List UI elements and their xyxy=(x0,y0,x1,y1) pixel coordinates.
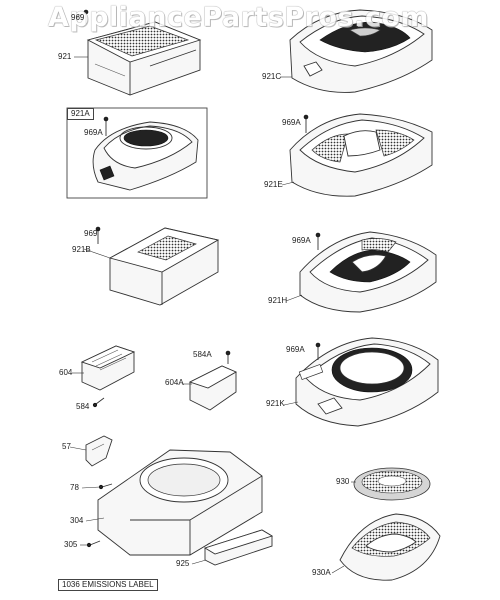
part-604a-bracket xyxy=(188,365,238,411)
part-921e-shroud xyxy=(289,113,433,197)
part-304-blower-housing xyxy=(97,449,263,556)
screw-584a xyxy=(225,350,231,364)
part-57-bracket xyxy=(85,435,113,467)
screw-305 xyxy=(86,540,101,548)
part-604-bracket xyxy=(80,345,136,391)
screw-969a-e xyxy=(303,114,309,133)
leader-lines xyxy=(69,56,356,574)
label-921[interactable]: 921 xyxy=(58,52,72,61)
label-921b[interactable]: 921B xyxy=(72,245,91,254)
label-969a-k[interactable]: 969A xyxy=(286,345,305,354)
part-921-shroud xyxy=(86,21,202,96)
part-930-grille xyxy=(353,467,431,501)
screw-969-b xyxy=(95,226,101,244)
label-57[interactable]: 57 xyxy=(62,442,71,451)
watermark-text: AppliancePartsPros.com xyxy=(48,2,430,33)
screw-584 xyxy=(92,397,105,408)
label-969a-e[interactable]: 969A xyxy=(282,118,301,127)
label-969-b[interactable]: 969 xyxy=(84,229,98,238)
label-921e[interactable]: 921E xyxy=(264,180,283,189)
label-921c[interactable]: 921C xyxy=(262,72,282,81)
label-305[interactable]: 305 xyxy=(64,540,78,549)
part-921k-shroud xyxy=(295,337,439,427)
part-921h-shroud xyxy=(299,231,437,313)
label-78[interactable]: 78 xyxy=(70,483,79,492)
label-304[interactable]: 304 xyxy=(70,516,84,525)
label-604a[interactable]: 604A xyxy=(165,378,184,387)
screw-78 xyxy=(98,483,113,490)
label-930a[interactable]: 930A xyxy=(312,568,331,577)
part-921a-frame xyxy=(66,107,208,199)
label-969-top[interactable]: 969 xyxy=(71,13,85,22)
label-921a[interactable]: 921A xyxy=(67,108,94,120)
screw-969a-box xyxy=(103,116,109,136)
label-925[interactable]: 925 xyxy=(176,559,190,568)
label-921k[interactable]: 921K xyxy=(266,399,285,408)
label-930[interactable]: 930 xyxy=(336,477,350,486)
label-921h[interactable]: 921H xyxy=(268,296,288,305)
part-921a-shroud xyxy=(92,121,199,191)
screw-969a-k xyxy=(315,342,321,360)
label-584a[interactable]: 584A xyxy=(193,350,212,359)
screw-969-top xyxy=(83,9,89,24)
label-604[interactable]: 604 xyxy=(59,368,73,377)
label-969a-box[interactable]: 969A xyxy=(84,128,103,137)
label-969a-h[interactable]: 969A xyxy=(292,236,311,245)
part-930a-cover xyxy=(339,513,441,581)
part-921b-shroud xyxy=(108,227,220,306)
label-emissions[interactable]: 1036 EMISSIONS LABEL xyxy=(58,579,158,591)
part-921c-shroud xyxy=(289,9,433,93)
label-584[interactable]: 584 xyxy=(76,402,90,411)
screw-969a-h xyxy=(315,232,321,250)
part-925-trim xyxy=(203,529,274,566)
